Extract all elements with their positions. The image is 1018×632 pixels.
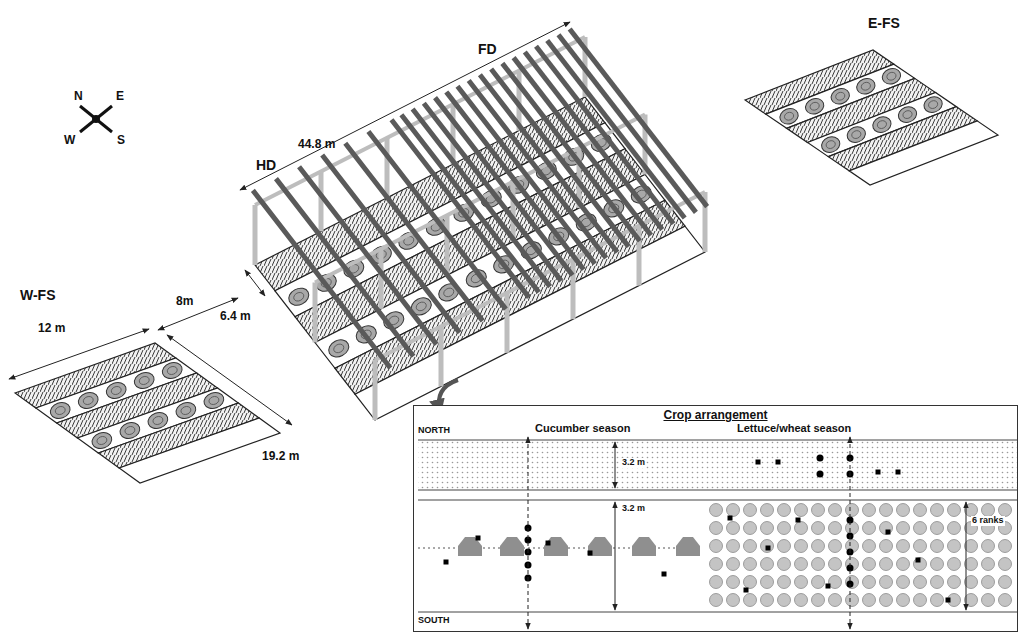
crop-arrangement-drawing [414,406,1018,632]
compass-rose [80,106,112,132]
dimension: 6.4 m [220,310,251,323]
inset-panel: Crop arrangement [413,405,1018,632]
rank-label: 6 ranks [971,516,1005,526]
plot-name: FD [478,42,497,57]
compass-letter: W [64,134,75,147]
compass-letter: S [117,134,125,147]
shaded-plot [255,97,705,420]
dimension: 12 m [38,322,65,335]
dimension-line [615,442,616,488]
heading-text: Crop arrangement [661,408,769,422]
plot-name: E-FS [868,16,900,31]
dimension-line [615,502,616,610]
direction-label: SOUTH [418,616,450,626]
compass-letter: N [74,90,83,103]
panel-heading: Crop arrangement [414,406,1017,422]
dimension-line [9,329,149,379]
dimension: 44.8 m [298,138,335,151]
dimension-line [167,335,292,425]
season-label: Lettuce/wheat season [736,422,852,434]
plot-name: HD [256,158,276,173]
compass-letter: E [116,90,124,103]
dimension-line [966,502,967,610]
dimension: 3.2 m [621,458,646,468]
panel-frame [254,31,705,420]
west-plot [15,343,280,483]
east-plot [745,50,998,185]
plot-name: W-FS [20,288,56,303]
dimension-line [245,270,265,296]
dimension: 3.2 m [621,504,646,514]
direction-label: NORTH [418,426,450,436]
dimension: 19.2 m [262,450,299,463]
season-label: Cucumber season [534,422,631,434]
dimension: 8m [176,295,193,308]
